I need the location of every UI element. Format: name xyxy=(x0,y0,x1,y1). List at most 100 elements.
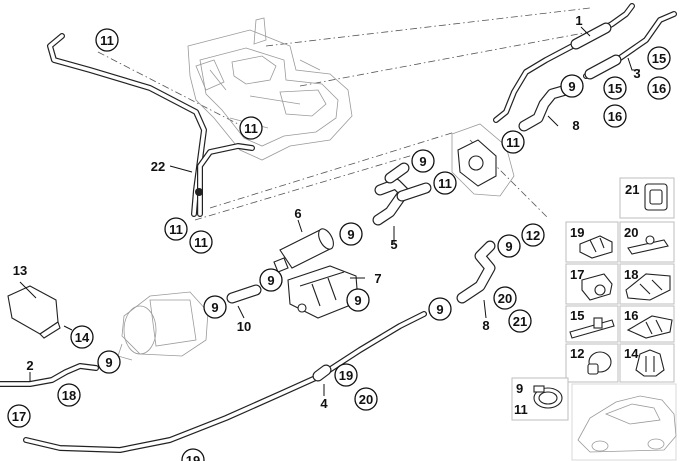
leader-lines xyxy=(19,26,640,396)
svg-text:16: 16 xyxy=(652,81,666,96)
callout-17: 17 xyxy=(7,404,31,428)
fuel-tank-illustration xyxy=(187,17,353,161)
svg-text:9: 9 xyxy=(505,239,512,254)
svg-text:19: 19 xyxy=(186,453,200,461)
svg-text:20: 20 xyxy=(498,291,512,306)
svg-text:16: 16 xyxy=(624,308,638,323)
svg-text:9: 9 xyxy=(347,227,354,242)
parts-grid: 21 19 20 17 18 15 xyxy=(511,177,677,461)
callout-11: 11 xyxy=(164,217,188,241)
svg-text:20: 20 xyxy=(359,392,373,407)
svg-text:16: 16 xyxy=(608,109,622,124)
pump-module-illustration xyxy=(117,291,209,361)
callout-15: 15 xyxy=(647,46,671,70)
part-18-icon xyxy=(625,273,671,301)
hose-8-upper xyxy=(518,84,572,132)
label-10: 10 xyxy=(237,319,251,334)
callout-9: 9 xyxy=(560,74,584,98)
part-21-icon xyxy=(644,183,668,211)
callout-20: 20 xyxy=(493,286,517,310)
fuel-line-4 xyxy=(23,311,427,453)
svg-text:19: 19 xyxy=(570,225,584,240)
label-2: 2 xyxy=(26,358,33,373)
svg-text:17: 17 xyxy=(570,267,584,282)
svg-text:17: 17 xyxy=(12,409,26,424)
svg-text:9: 9 xyxy=(436,302,443,317)
svg-text:9: 9 xyxy=(211,300,218,315)
svg-text:15: 15 xyxy=(652,51,666,66)
callout-9: 9 xyxy=(497,234,521,258)
callout-11: 11 xyxy=(239,116,263,140)
svg-text:12: 12 xyxy=(570,346,584,361)
svg-text:11: 11 xyxy=(169,222,183,237)
callout-19: 19 xyxy=(181,448,205,461)
callout-16: 16 xyxy=(647,76,671,100)
label-8: 8 xyxy=(572,118,579,133)
hose-8-lower xyxy=(456,240,496,304)
callouts: 11 11 11 11 11 11 9 9 9 9 9 9 9 9 9 15 1… xyxy=(7,28,671,461)
svg-text:11: 11 xyxy=(194,235,208,250)
svg-text:15: 15 xyxy=(608,81,622,96)
callout-16: 16 xyxy=(603,104,627,128)
callout-14: 14 xyxy=(70,325,94,349)
fuel-line-1 xyxy=(493,3,635,123)
fuel-pump-7 xyxy=(287,265,359,319)
callout-9: 9 xyxy=(411,149,435,173)
callout-11: 11 xyxy=(433,171,457,195)
svg-text:12: 12 xyxy=(526,228,540,243)
svg-text:21: 21 xyxy=(513,314,527,329)
svg-text:18: 18 xyxy=(62,388,76,403)
svg-text:9: 9 xyxy=(516,381,523,396)
callout-11: 11 xyxy=(501,130,525,154)
vent-pipe-22 xyxy=(47,33,255,217)
callout-15: 15 xyxy=(603,76,627,100)
vehicle-illustration xyxy=(571,383,677,461)
label-22: 22 xyxy=(151,159,165,174)
svg-text:19: 19 xyxy=(339,368,353,383)
label-6: 6 xyxy=(294,206,301,221)
label-8: 8 xyxy=(482,318,489,333)
svg-text:18: 18 xyxy=(624,267,638,282)
svg-text:9: 9 xyxy=(267,273,274,288)
label-3: 3 xyxy=(633,66,640,81)
svg-text:11: 11 xyxy=(244,121,258,136)
label-7: 7 xyxy=(374,271,381,286)
callout-21: 21 xyxy=(508,309,532,333)
callout-12: 12 xyxy=(521,223,545,247)
svg-text:20: 20 xyxy=(624,225,638,240)
fuel-filter-6 xyxy=(273,228,334,273)
svg-text:9: 9 xyxy=(354,293,361,308)
plain-labels: 1 3 8 22 6 5 7 10 13 2 4 8 xyxy=(13,13,641,411)
callout-11: 11 xyxy=(189,230,213,254)
svg-text:21: 21 xyxy=(625,182,639,197)
part-14-icon xyxy=(635,349,665,377)
valve-block xyxy=(451,123,515,197)
svg-text:11: 11 xyxy=(506,135,520,150)
callout-9: 9 xyxy=(339,222,363,246)
callout-9: 9 xyxy=(346,288,370,312)
fuel-line-2 xyxy=(0,363,99,387)
part-19-icon xyxy=(579,235,613,259)
part-15-icon xyxy=(569,317,615,339)
svg-text:11: 11 xyxy=(514,402,528,417)
callout-19: 19 xyxy=(334,363,358,387)
callout-18: 18 xyxy=(57,383,81,407)
callout-11: 11 xyxy=(95,28,119,52)
label-5: 5 xyxy=(390,237,397,252)
svg-text:14: 14 xyxy=(75,330,90,345)
svg-text:14: 14 xyxy=(624,346,639,361)
part-16-icon xyxy=(626,315,673,339)
svg-text:9: 9 xyxy=(105,355,112,370)
part-20-icon xyxy=(627,235,669,255)
callout-9: 9 xyxy=(428,297,452,321)
pipe-segment-10 xyxy=(226,284,262,304)
part-17-icon xyxy=(581,273,613,301)
callout-9: 9 xyxy=(259,268,283,292)
svg-text:15: 15 xyxy=(570,308,584,323)
connector-5 xyxy=(372,162,432,226)
label-1: 1 xyxy=(575,13,582,28)
part-12-icon xyxy=(587,351,612,375)
assembly-guide-lines xyxy=(97,7,601,221)
